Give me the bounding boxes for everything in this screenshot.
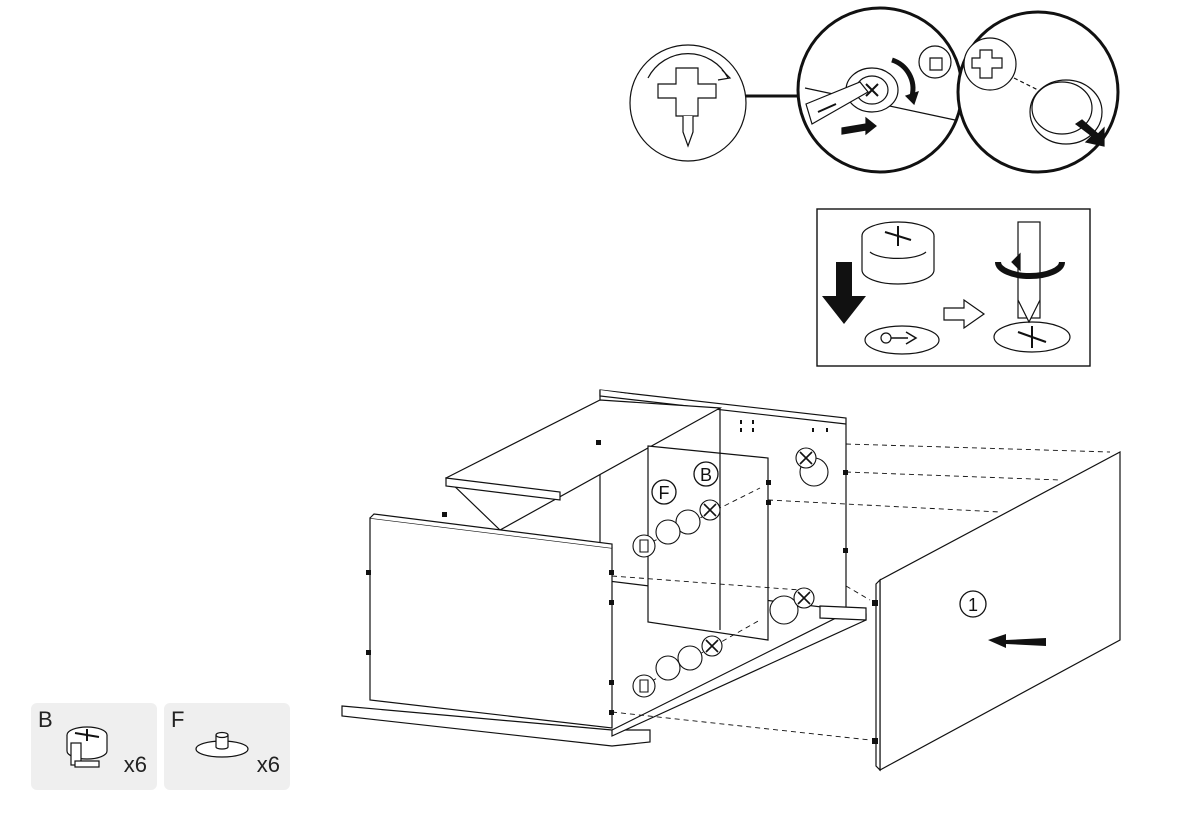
alignment-guides [611, 443, 1111, 741]
cam-rotation-detail-icon [796, 6, 964, 174]
screwdriver-detail-icon [629, 44, 747, 162]
cam-lock-icon [66, 726, 108, 768]
cam-lock-markers [632, 447, 829, 698]
part-card-b: B x6 [31, 703, 157, 790]
cabinet-assembly [341, 389, 1121, 772]
callout-b-label: B [700, 465, 712, 485]
step-number-label: 1 [968, 595, 978, 615]
cover-cap-detail-icon [956, 10, 1120, 174]
dowel-holes [366, 420, 878, 744]
callout-part-f: F [651, 479, 677, 505]
cover-cap-icon [195, 731, 249, 758]
callout-f-label: F [659, 483, 670, 503]
push-arrow-icon [988, 634, 1046, 648]
part-quantity: x6 [123, 752, 147, 777]
cam-insertion-detail-box [816, 208, 1091, 367]
part-letter: B [38, 707, 53, 732]
callout-part-b: B [693, 461, 719, 487]
step-number-callout: 1 [959, 590, 987, 618]
part-card-f: F x6 [164, 703, 290, 790]
part-quantity: x6 [256, 752, 280, 777]
part-letter: F [171, 707, 185, 732]
